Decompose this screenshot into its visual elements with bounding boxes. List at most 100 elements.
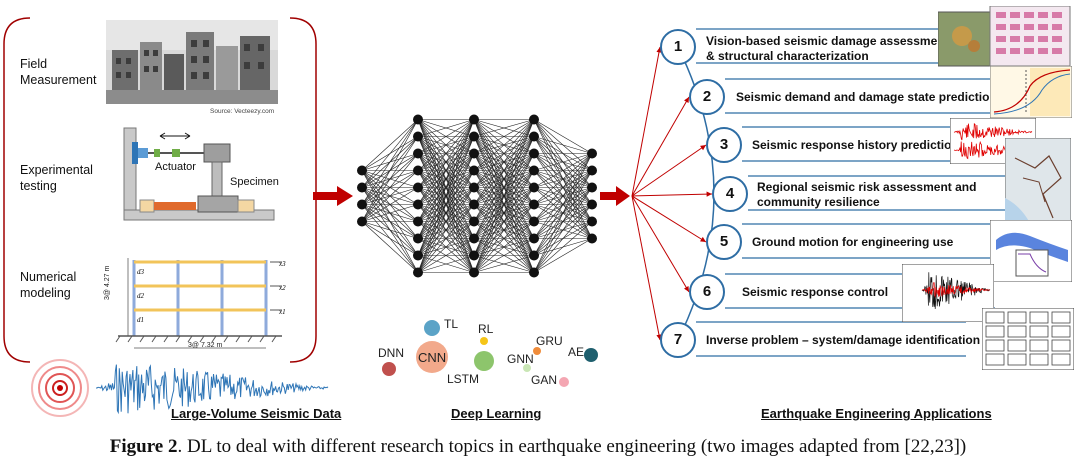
nn-node-l4-n0: [587, 148, 597, 159]
fan-arrowhead-3: [700, 145, 706, 151]
nn-node-l1-n3: [413, 165, 423, 176]
model-label-ae: AE: [568, 345, 585, 359]
application-row-4-frame: [748, 175, 1018, 211]
damage-map-thumbnail: [938, 6, 1071, 67]
application-number-7: 7: [673, 331, 683, 348]
caption-text: . DL to deal with different research top…: [177, 436, 967, 457]
fan-arrowhead-4: [706, 191, 712, 197]
application-row-2-frame: [725, 78, 995, 114]
x-label-3: x3: [279, 260, 286, 268]
nn-node-l1-n0: [413, 114, 423, 125]
application-line1: Seismic response control: [742, 285, 889, 299]
fan-arrowhead-5: [700, 236, 706, 242]
bubble-ae: [584, 348, 598, 362]
floor-label-d2: d2: [137, 292, 144, 300]
nn-node-l0-n0: [357, 165, 367, 176]
application-line2: community resilience: [757, 195, 880, 209]
application-line1: Regional seismic risk assessment and: [757, 180, 977, 194]
bubble-gnn: [523, 364, 531, 372]
application-line2: & structural characterization: [706, 49, 869, 63]
model-label-gan: GAN: [531, 373, 558, 387]
model-label-lstm: LSTM: [447, 372, 480, 386]
application-number-6: 6: [702, 283, 712, 300]
actuator-label: Actuator: [155, 161, 196, 173]
arrow-data-to-dl: [313, 186, 353, 206]
ground-motion-thumbnail: [990, 220, 1072, 282]
nn-node-l3-n8: [529, 250, 539, 261]
nn-node-l2-n1: [469, 131, 479, 142]
application-number-circle-6: [689, 274, 725, 310]
section-title-seismic-data: Large-Volume Seismic Data: [171, 406, 342, 421]
bubble-rl: [480, 337, 488, 345]
fan-arrow-2: [631, 96, 690, 197]
application-number-circle-4: [712, 176, 748, 212]
nn-node-l2-n8: [469, 250, 479, 261]
fan-arrow-3: [631, 144, 707, 197]
nn-node-l4-n4: [587, 216, 597, 227]
nn-node-l4-n5: [587, 233, 597, 244]
frame-dim-vertical: 3@ 4.27 m: [104, 265, 111, 300]
bubble-tl: [424, 320, 440, 336]
bubble-cnn: [416, 341, 448, 373]
nn-node-l1-n8: [413, 250, 423, 261]
nn-node-l2-n7: [469, 233, 479, 244]
nn-node-l1-n2: [413, 148, 423, 159]
dl-model-bubbles: [382, 320, 598, 387]
arrow-dl-to-apps: [600, 186, 630, 206]
applications-arc: [660, 28, 1018, 358]
model-label-gru: GRU: [536, 334, 563, 348]
numerical-modeling-label: Numerical modeling: [20, 270, 77, 300]
photo-credit: Source: Vecteezy.com: [210, 108, 275, 115]
application-number-4: 4: [725, 185, 735, 202]
application-line1: Ground motion for engineering use: [752, 235, 954, 249]
application-text-3: Seismic response history prediction: [752, 138, 959, 153]
fan-arrow-7: [631, 195, 661, 341]
nn-node-l3-n0: [529, 114, 539, 125]
frame-model-diagram: [115, 258, 282, 349]
nn-node-l2-n3: [469, 165, 479, 176]
fan-arrow-1: [631, 46, 661, 197]
nn-node-l3-n9: [529, 267, 539, 278]
application-text-7: Inverse problem – system/damage identifi…: [706, 333, 980, 348]
nn-node-l1-n6: [413, 216, 423, 227]
application-number-circle-2: [689, 79, 725, 115]
experimental-setup-diagram: [123, 127, 275, 221]
frame-dim-horizontal: 3@ 7.32 m: [188, 342, 223, 349]
nn-node-l1-n9: [413, 267, 423, 278]
application-line1: Inverse problem – system/damage identifi…: [706, 333, 981, 347]
caption-bold: Figure 2: [109, 436, 178, 457]
bubble-gru: [533, 347, 541, 355]
nn-node-l0-n1: [357, 182, 367, 193]
application-number-5: 5: [719, 233, 729, 250]
model-label-rl: RL: [478, 322, 494, 336]
fan-arrowhead-6: [683, 286, 689, 292]
application-number-3: 3: [719, 136, 729, 153]
nn-node-l2-n9: [469, 267, 479, 278]
bubble-gan: [559, 377, 569, 387]
system-identification-thumbnail: [982, 308, 1074, 370]
seismic-source-icon: [31, 359, 89, 417]
section-title-deep-learning: Deep Learning: [451, 406, 542, 421]
nn-node-l4-n3: [587, 199, 597, 210]
nn-node-l3-n7: [529, 233, 539, 244]
nn-node-l1-n7: [413, 233, 423, 244]
nn-node-l1-n4: [413, 182, 423, 193]
figure-caption: Figure 2. DL to deal with different rese…: [0, 436, 1076, 458]
section-title-applications: Earthquake Engineering Applications: [761, 406, 992, 421]
application-line1: Seismic demand and damage state predicti…: [736, 90, 997, 104]
model-label-gnn: GNN: [507, 352, 534, 366]
fan-arrowhead-2: [684, 97, 689, 103]
application-line1: Seismic response history prediction: [752, 138, 959, 152]
nn-node-l1-n5: [413, 199, 423, 210]
field-measurement-label: Field Measurement: [20, 57, 97, 87]
fan-arrow-5: [631, 195, 707, 243]
nn-node-l4-n1: [587, 165, 597, 176]
model-label-dnn: DNN: [378, 346, 404, 360]
application-text-1: Vision-based seismic damage assessment& …: [706, 34, 949, 64]
nn-node-l2-n4: [469, 182, 479, 193]
nn-node-l3-n1: [529, 131, 539, 142]
application-row-5-frame: [742, 223, 1012, 259]
nn-node-l2-n6: [469, 216, 479, 227]
application-number-circle-1: [660, 29, 696, 65]
